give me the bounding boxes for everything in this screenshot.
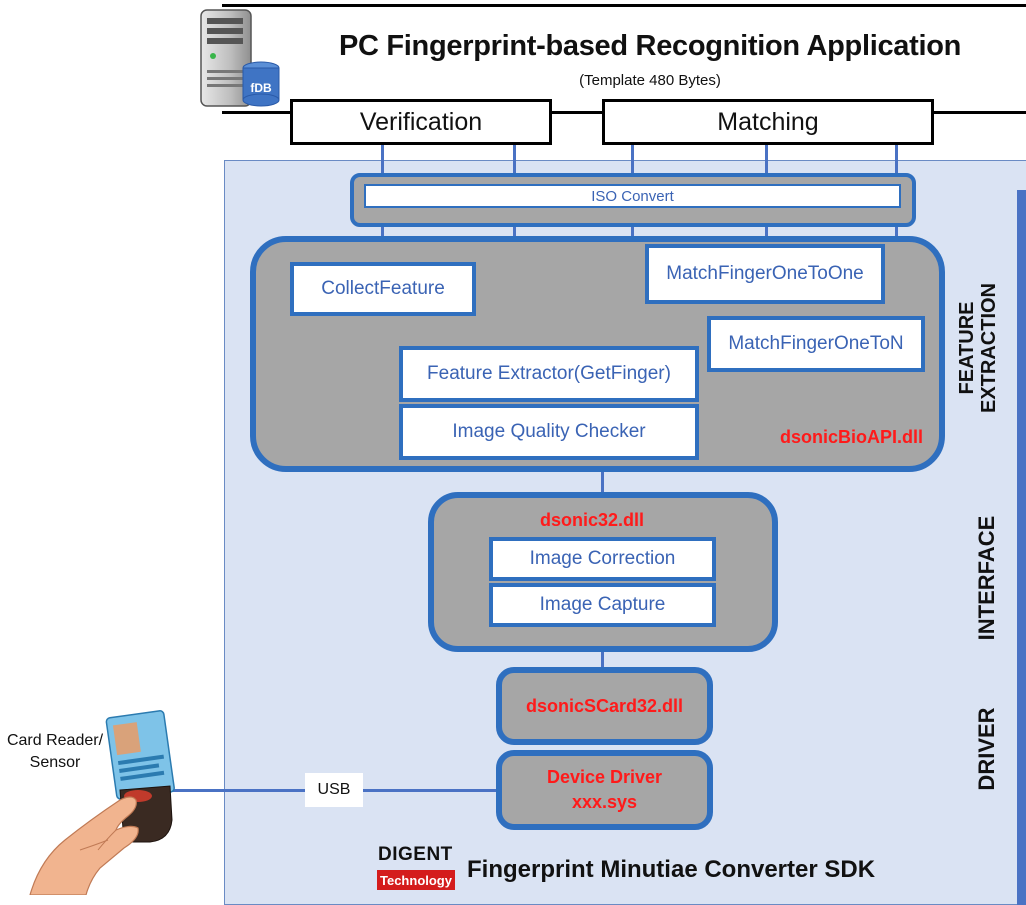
template-size-note: (Template 480 Bytes) [579, 72, 721, 89]
technology-logo-badge: Technology [377, 870, 455, 890]
application-title: PC Fingerprint-based Recognition Applica… [338, 30, 962, 62]
connector-line [601, 465, 604, 500]
database-label: fDB [250, 81, 272, 95]
device-driver-label: Device Driver [546, 767, 663, 787]
sdk-title: Fingerprint Minutiae Converter SDK [467, 856, 876, 883]
feature-label-line2: EXTRACTION [978, 283, 1000, 413]
sdk-panel-edge [1017, 190, 1026, 905]
iso-convert-module[interactable]: ISO Convert [364, 184, 901, 208]
scard-dll-block[interactable]: dsonicSCard32.dll [496, 667, 713, 745]
collect-feature-module[interactable]: CollectFeature [290, 262, 476, 316]
driver-side-label: DRIVER [974, 707, 999, 791]
match-one-to-one-module[interactable]: MatchFingerOneToOne [645, 244, 885, 304]
image-capture-module[interactable]: Image Capture [489, 583, 716, 627]
dsonic32-dll-label: dsonic32.dll [540, 510, 645, 530]
feature-label-line1: FEATURE [956, 301, 978, 395]
digent-logo-text: DIGENT [378, 844, 453, 865]
matching-button[interactable]: Matching [602, 99, 934, 145]
connector-line [601, 645, 604, 670]
database-server-icon: fDB [195, 8, 285, 108]
device-driver-block[interactable]: Device Driver xxx.sys [496, 750, 713, 830]
card-reader-line1: Card Reader/ [6, 732, 104, 749]
usb-label: USB [305, 773, 363, 807]
feature-extraction-side-label: FEATURE EXTRACTION [956, 283, 1000, 413]
card-reader-line2: Sensor [29, 754, 81, 771]
connector-line [895, 145, 898, 320]
bioapi-dll-label: dsonicBioAPI.dll [780, 427, 924, 447]
application-frame [222, 4, 1026, 114]
image-quality-checker-module[interactable]: Image Quality Checker [399, 404, 699, 460]
card-reader-sensor-icon [20, 700, 175, 896]
feature-extractor-module[interactable]: Feature Extractor(GetFinger) [399, 346, 699, 402]
device-driver-file-label: xxx.sys [571, 792, 638, 812]
card-reader-label: Card Reader/ Sensor [0, 730, 110, 774]
match-one-to-n-module[interactable]: MatchFingerOneToN [707, 316, 925, 372]
image-correction-module[interactable]: Image Correction [489, 537, 716, 581]
interface-side-label: INTERFACE [974, 515, 999, 641]
verification-button[interactable]: Verification [290, 99, 552, 145]
